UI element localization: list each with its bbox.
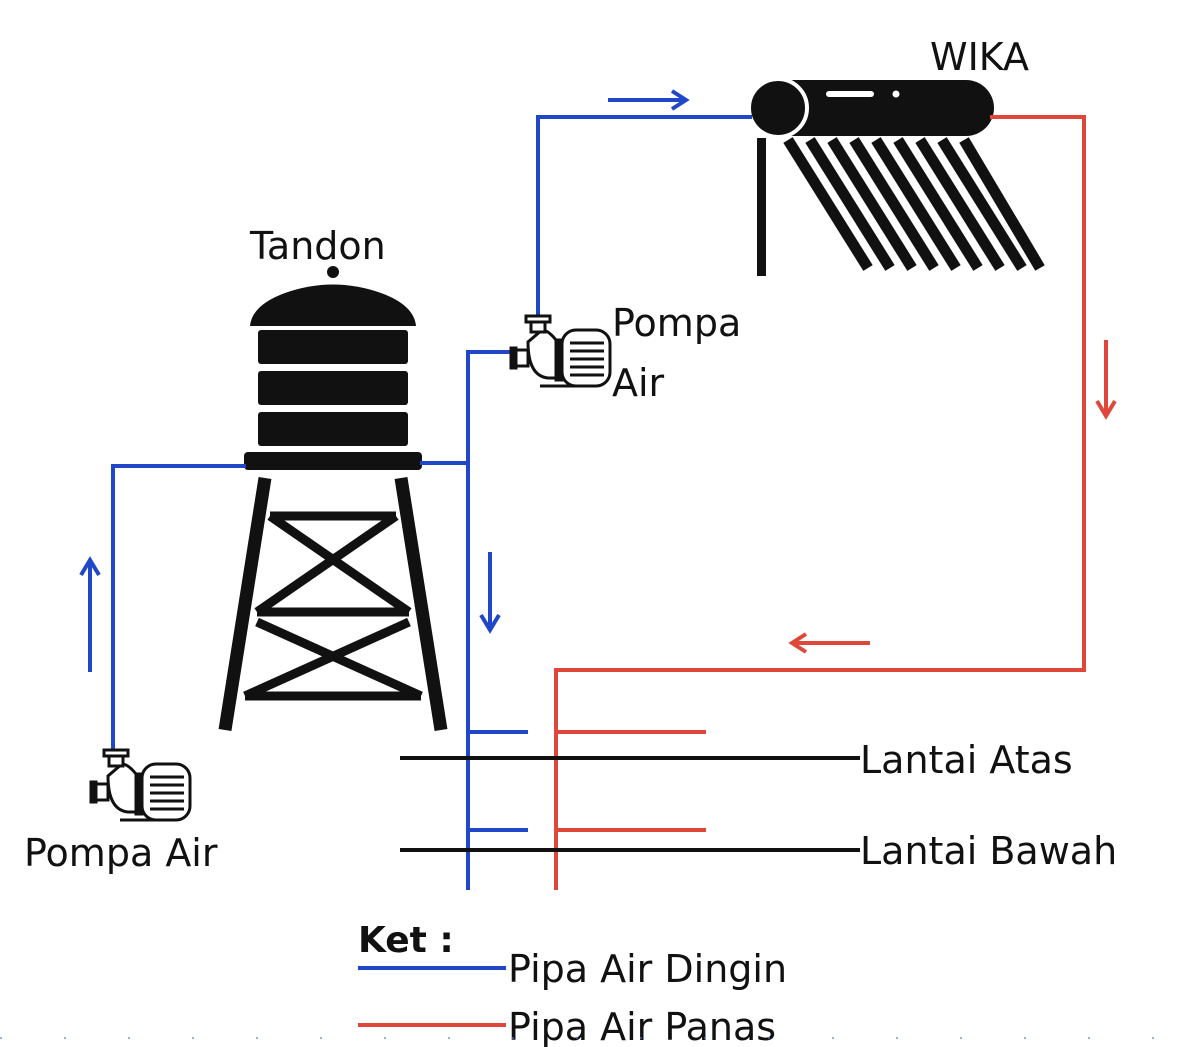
solar-water-heater-icon — [747, 77, 1045, 276]
water-pump-icon — [89, 748, 192, 822]
cold-arrow-down-icon — [479, 552, 501, 634]
legend-hot-label: Pipa Air Panas — [508, 1005, 776, 1047]
floor-lower-label: Lantai Bawah — [860, 829, 1117, 873]
water-pump-icon — [509, 314, 612, 388]
hot-water-pipes — [554, 115, 1086, 890]
pump-top-label-line2: Air — [612, 361, 665, 405]
hot-arrow-down-icon — [1095, 340, 1117, 420]
hot-arrow-left-icon — [788, 632, 870, 654]
pump-top-label-line1: Pompa — [612, 301, 741, 345]
cold-arrow-right-icon — [608, 89, 690, 111]
floor-upper-label: Lantai Atas — [860, 738, 1073, 782]
legend-cold-label: Pipa Air Dingin — [508, 947, 787, 991]
cold-water-pipes — [111, 115, 752, 890]
tank-label: Tandon — [249, 224, 386, 268]
floor-lines — [400, 756, 860, 852]
heater-label: WIKA — [930, 35, 1029, 79]
legend-title: Ket : — [358, 920, 454, 961]
water-tower-icon — [218, 266, 448, 732]
cold-arrow-up-icon — [79, 556, 101, 672]
pump-bottom-label: Pompa Air — [24, 831, 218, 875]
legend: Ket : Pipa Air Dingin Pipa Air Panas — [358, 920, 787, 1047]
